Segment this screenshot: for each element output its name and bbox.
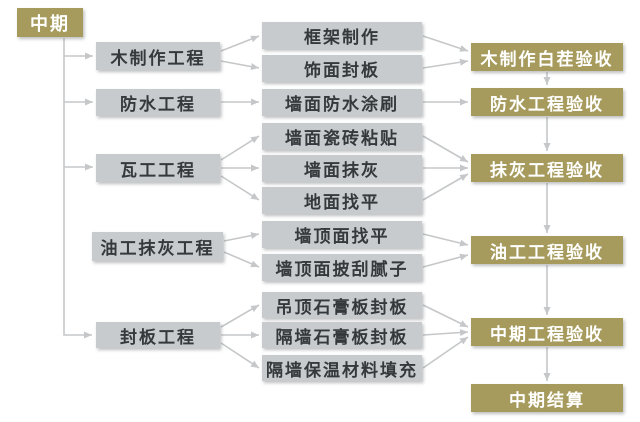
node-partition-insulation-fill: 隔墙保温材料填充 bbox=[262, 355, 422, 381]
edge-partgyp-midacc bbox=[422, 329, 469, 337]
node-paint-plaster-work: 油工抹灰工程 bbox=[92, 232, 223, 261]
edge-oil-ceillevel bbox=[223, 232, 260, 242]
node-ceiling-gypsum-panel: 吊顶石膏板封板 bbox=[262, 292, 422, 318]
node-partition-gypsum-panel: 隔墙石膏板封板 bbox=[262, 322, 422, 348]
edge-frame-woodacc bbox=[422, 35, 469, 52]
edge-walltile-plasteracc bbox=[422, 135, 469, 163]
node-paint-acceptance: 油工工程验收 bbox=[471, 236, 623, 264]
node-midterm-acceptance: 中期工程验收 bbox=[471, 318, 623, 346]
edge-tile-floor bbox=[220, 175, 260, 201]
node-wood-acceptance: 木制作白茬验收 bbox=[471, 43, 623, 71]
node-wall-waterproof-coating: 墙面防水涂刷 bbox=[262, 89, 422, 116]
edge-putty-paintacc bbox=[422, 253, 469, 268]
node-wood-work: 木制作工程 bbox=[96, 42, 220, 70]
edge-ceilgyp-midacc bbox=[422, 304, 469, 328]
edge-root-trunk bbox=[63, 38, 92, 339]
edge-ceillevel-paintacc bbox=[422, 233, 469, 247]
edge-panel-ceilgyp bbox=[220, 304, 260, 328]
edge-wood-veneer bbox=[220, 60, 260, 70]
node-midterm-settlement: 中期结算 bbox=[471, 384, 623, 412]
edge-oil-putty bbox=[223, 251, 260, 268]
node-plaster-acceptance: 抹灰工程验收 bbox=[471, 154, 623, 182]
edge-veneer-woodacc bbox=[422, 58, 469, 69]
node-wall-tile-paste: 墙面瓷砖粘贴 bbox=[262, 123, 422, 150]
node-wall-ceiling-putty: 墙顶面披刮腻子 bbox=[262, 254, 422, 281]
node-midterm: 中期 bbox=[17, 8, 83, 37]
node-waterproof-acceptance: 防水工程验收 bbox=[471, 88, 623, 116]
node-frame-making: 框架制作 bbox=[262, 22, 422, 49]
node-wall-ceiling-leveling: 墙顶面找平 bbox=[262, 221, 422, 248]
edge-wood-frame bbox=[220, 35, 260, 52]
edge-tile-walltile bbox=[220, 135, 260, 161]
node-waterproof-work: 防水工程 bbox=[96, 89, 220, 116]
edge-insul-midacc bbox=[422, 336, 469, 369]
node-panel-work: 封板工程 bbox=[96, 322, 220, 348]
node-veneer-panel: 饰面封板 bbox=[262, 55, 422, 82]
node-tile-work: 瓦工工程 bbox=[96, 154, 220, 182]
edge-floor-plasteracc bbox=[422, 173, 469, 201]
node-floor-leveling: 地面找平 bbox=[262, 187, 422, 214]
node-wall-plaster: 墙面抹灰 bbox=[262, 155, 422, 182]
edge-panel-insul bbox=[220, 342, 260, 369]
